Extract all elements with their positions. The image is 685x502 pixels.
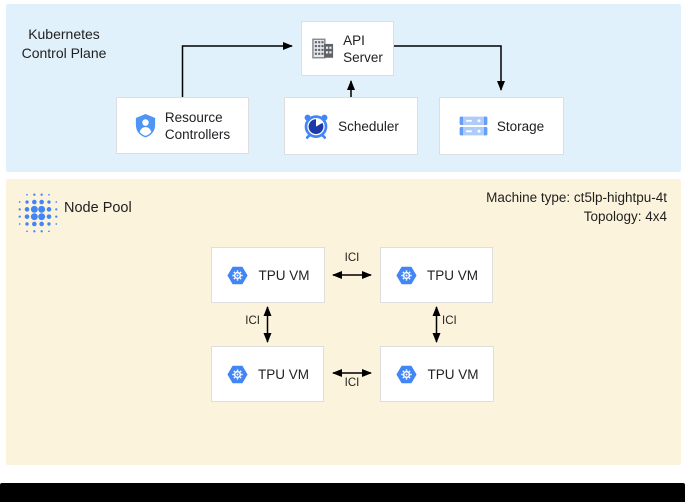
machine-type-text: Machine type: ct5lp-hightpu-4t [486,190,667,205]
tpu-vm-label: TPU VM [426,267,478,283]
node-pool-panel [6,179,681,465]
building-icon [312,38,334,59]
control-plane-title: Kubernetes Control Plane [21,26,107,61]
tpu-vm-box-2: TPU VM [380,247,493,303]
tpu-vm-box-3: TPU VM [211,346,324,402]
tpu-vm-label: TPU VM [258,267,310,283]
tpu-vm-label: TPU VM [427,366,479,382]
storage-disks-icon [459,116,488,136]
gke-hexagon-icon [395,363,418,386]
scheduler-box: Scheduler [284,97,418,155]
resource-controllers-label: Resource Controllers [164,109,231,142]
topology-text: Topology: 4x4 [583,209,667,224]
gke-hexagon-icon [226,363,249,386]
ici-link-label-right: ICI [442,315,457,327]
resource-controllers-box: Resource Controllers [116,97,249,154]
gke-hexagon-icon [395,264,418,287]
tpu-vm-label: TPU VM [257,366,309,382]
ici-link-label-left: ICI [245,315,260,327]
node-pool-title: Node Pool [64,200,132,216]
alarm-clock-icon [303,113,329,139]
gke-hexagon-icon [226,264,249,287]
api-server-label: API Server [343,32,383,65]
storage-label: Storage [496,118,545,134]
api-server-box: API Server [301,21,394,76]
machine-info: Machine type: ct5lp-hightpu-4t Topology:… [486,188,667,226]
bottom-window-bar [0,483,685,502]
tpu-vm-box-1: TPU VM [211,247,325,303]
scheduler-label: Scheduler [338,118,399,134]
shield-user-icon [135,113,156,138]
dot-cluster-icon [15,192,61,234]
ici-link-label-top: ICI [344,252,360,264]
storage-box: Storage [439,97,564,155]
tpu-vm-box-4: TPU VM [380,346,494,402]
ici-link-label-bottom: ICI [344,377,360,389]
